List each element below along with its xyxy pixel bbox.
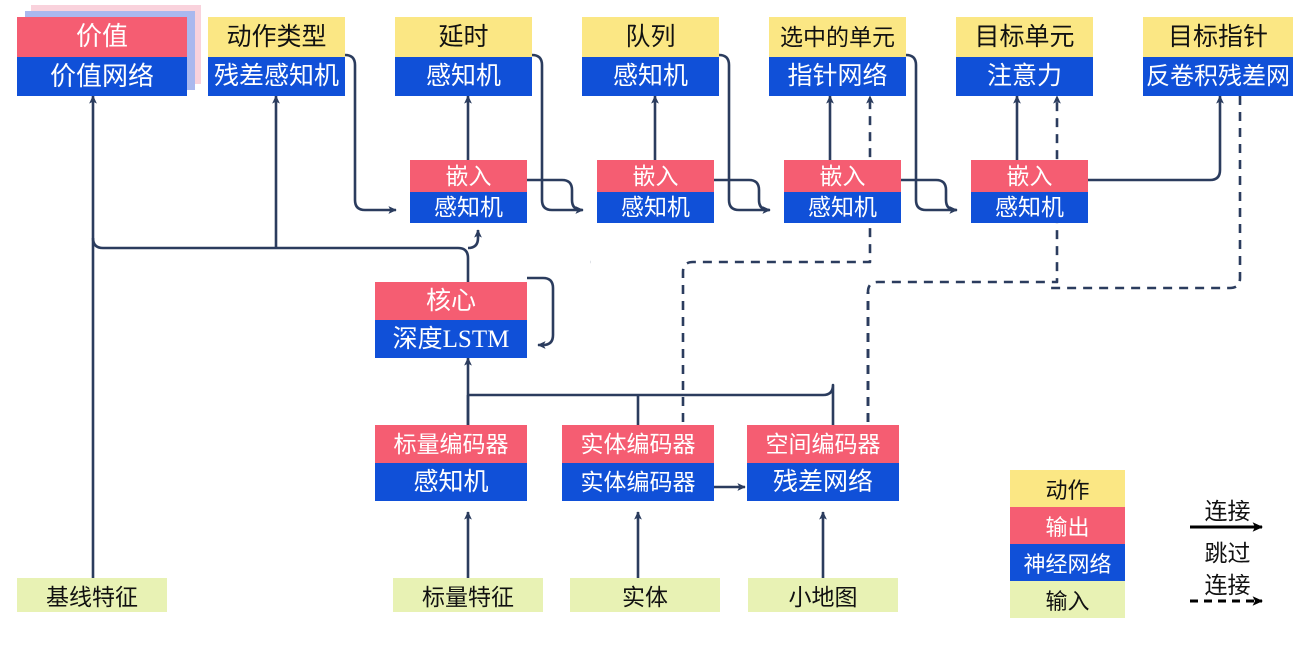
embed-2-output-label: 嵌入	[597, 160, 714, 192]
selected-units-action-label: 选中的单元	[769, 17, 906, 57]
action-type-action-label: 动作类型	[208, 17, 345, 57]
node-embed-4[interactable]: 嵌入 感知机	[971, 160, 1088, 223]
legend-solid-edge-label: 连接	[1204, 499, 1251, 524]
embed-1-network-label: 感知机	[410, 192, 527, 223]
node-embed-3[interactable]: 嵌入 感知机	[784, 160, 901, 223]
entity-encoder-output-label: 实体编码器	[562, 425, 714, 463]
embed-1-output-label: 嵌入	[410, 160, 527, 192]
input-scalar-features[interactable]: 标量特征	[393, 578, 543, 612]
legend-swatch-action: 动作	[1010, 470, 1125, 507]
node-embed-1[interactable]: 嵌入 感知机	[410, 160, 527, 223]
node-scalar-encoder[interactable]: 标量编码器 感知机	[375, 425, 527, 501]
node-value[interactable]: 价值 价值网络	[17, 5, 201, 96]
embed-2-network-label: 感知机	[597, 192, 714, 223]
selected-units-network-label: 指针网络	[769, 57, 906, 96]
target-point-action-label: 目标指针	[1143, 17, 1293, 57]
node-queue[interactable]: 队列 感知机	[582, 17, 719, 96]
target-unit-network-label: 注意力	[956, 57, 1093, 96]
queue-action-label: 队列	[582, 17, 719, 57]
spatial-encoder-network-label: 残差网络	[747, 463, 899, 501]
legend-swatch-input: 输入	[1010, 581, 1125, 618]
embed-3-network-label: 感知机	[784, 192, 901, 223]
node-spatial-encoder[interactable]: 空间编码器 残差网络	[747, 425, 899, 501]
input-entities[interactable]: 实体	[570, 578, 720, 612]
embed-3-output-label: 嵌入	[784, 160, 901, 192]
delay-network-label: 感知机	[395, 57, 532, 96]
legend-swatch-neural-network: 神经网络	[1010, 544, 1125, 581]
legend-dashed-edge-label-line1: 跳过	[1204, 541, 1251, 566]
node-entity-encoder[interactable]: 实体编码器 实体编码器	[562, 425, 714, 501]
action-type-network-label: 残差感知机	[208, 57, 345, 96]
input-baseline-features[interactable]: 基线特征	[17, 578, 167, 612]
input-minimap[interactable]: 小地图	[748, 578, 898, 612]
node-action-type[interactable]: 动作类型 残差感知机	[208, 17, 345, 96]
embed-4-network-label: 感知机	[971, 192, 1088, 223]
core-network-label: 深度LSTM	[375, 320, 527, 358]
node-target-unit[interactable]: 目标单元 注意力	[956, 17, 1093, 96]
value-output-label: 价值	[17, 17, 187, 57]
node-embed-2[interactable]: 嵌入 感知机	[597, 160, 714, 223]
scalar-encoder-output-label: 标量编码器	[375, 425, 527, 463]
node-selected-units[interactable]: 选中的单元 指针网络	[769, 17, 906, 96]
node-target-point[interactable]: 目标指针 反卷积残差网	[1143, 17, 1293, 96]
core-output-label: 核心	[375, 282, 527, 320]
legend-swatch-stack: 动作 输出 神经网络 输入	[1010, 470, 1125, 618]
value-network-label: 价值网络	[17, 57, 187, 96]
scalar-encoder-network-label: 感知机	[375, 463, 527, 501]
delay-action-label: 延时	[395, 17, 532, 57]
entity-encoder-network-label: 实体编码器	[562, 463, 714, 501]
embed-4-output-label: 嵌入	[971, 160, 1088, 192]
node-delay[interactable]: 延时 感知机	[395, 17, 532, 96]
target-point-network-label: 反卷积残差网	[1143, 57, 1293, 96]
target-unit-action-label: 目标单元	[956, 17, 1093, 57]
legend-swatch-output: 输出	[1010, 507, 1125, 544]
queue-network-label: 感知机	[582, 57, 719, 96]
legend-dashed-edge-label-line2: 连接	[1204, 573, 1251, 598]
spatial-encoder-output-label: 空间编码器	[747, 425, 899, 463]
node-core[interactable]: 核心 深度LSTM	[375, 282, 527, 358]
